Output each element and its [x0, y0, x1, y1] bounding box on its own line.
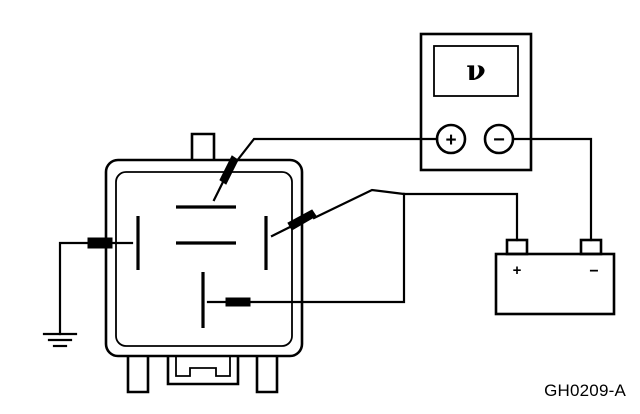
battery-negative-symbol: −	[589, 263, 598, 280]
relay-foot-right	[255, 356, 279, 394]
probe-right	[270, 209, 317, 238]
wiring	[58, 137, 593, 336]
probe-left	[87, 237, 134, 249]
relay-connector-outer	[166, 356, 240, 386]
wire-bottom-terminal	[244, 192, 406, 304]
voltmeter: ν + −	[419, 32, 533, 172]
battery-negative-post	[579, 238, 603, 256]
wire-voltmeter-negative	[511, 137, 593, 242]
wire-battery-positive	[402, 192, 519, 242]
ground-symbol	[42, 332, 78, 348]
relay-housing	[104, 158, 304, 358]
relay-top-tab	[190, 132, 216, 160]
relay-foot-left	[126, 356, 150, 394]
relay-inner-frame	[115, 171, 293, 347]
battery-positive-symbol: +	[513, 262, 522, 279]
figure-label: GH0209-A	[544, 381, 626, 400]
voltmeter-display	[433, 45, 519, 97]
voltmeter-display-symbol: ν	[466, 54, 485, 87]
relay	[104, 132, 304, 394]
voltmeter-positive-symbol: +	[445, 130, 456, 151]
relay-connector-inner	[175, 356, 231, 377]
wire-right-terminal	[312, 188, 406, 220]
battery-body	[494, 252, 616, 316]
voltmeter-negative-symbol: −	[493, 129, 505, 151]
battery: + −	[494, 238, 616, 316]
wire-ground-lead	[58, 241, 90, 336]
battery-positive-post	[505, 238, 529, 256]
wire-voltmeter-positive	[234, 137, 439, 164]
probe-top	[212, 155, 239, 202]
probe-bottom	[206, 297, 251, 307]
voltmeter-body	[419, 32, 533, 172]
